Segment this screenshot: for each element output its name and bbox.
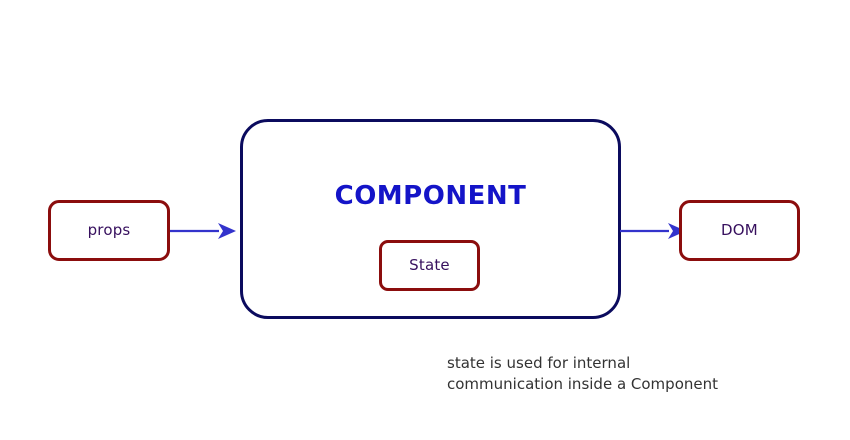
node-component[interactable]: [240, 119, 621, 319]
caption-text: state is used for internal communication…: [447, 354, 718, 393]
node-state-label: State: [409, 256, 450, 274]
component-title: COMPONENT: [334, 181, 527, 211]
node-state[interactable]: State: [379, 240, 480, 291]
arrow-props-to-component: [170, 223, 236, 239]
node-dom[interactable]: DOM: [679, 200, 800, 261]
arrow-component-to-dom: [620, 223, 686, 239]
node-props[interactable]: props: [48, 200, 170, 261]
node-dom-label: DOM: [721, 221, 758, 239]
node-props-label: props: [87, 221, 131, 239]
